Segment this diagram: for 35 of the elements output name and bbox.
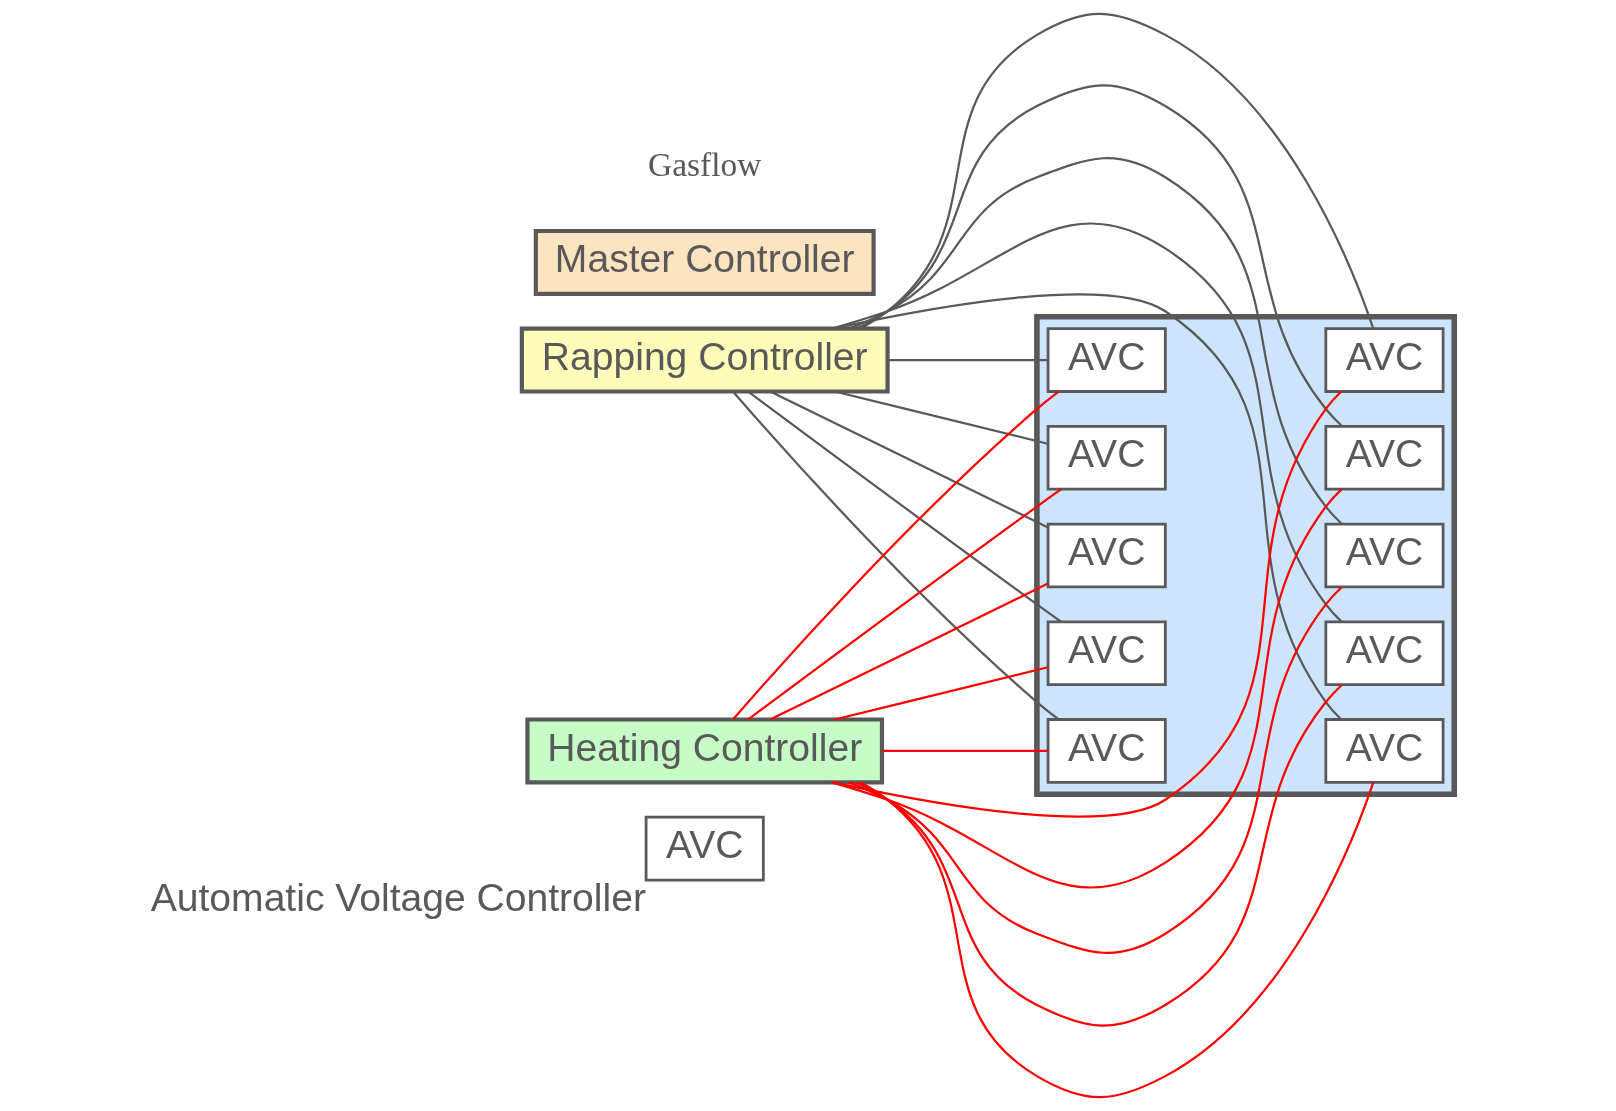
connector (831, 222, 1343, 623)
connector (834, 666, 1049, 721)
connector (833, 390, 1343, 818)
node-box: AVC (644, 815, 765, 882)
connector (834, 390, 1049, 445)
connector (747, 390, 1062, 623)
connector (848, 586, 1343, 954)
connector (855, 684, 1343, 1027)
connector (732, 390, 1060, 721)
node-box: AVC (1046, 425, 1167, 491)
connector (831, 488, 1343, 889)
cluster (1034, 314, 1458, 797)
connector (833, 293, 1343, 721)
node-label: Automatic Voltage Controller (150, 876, 646, 920)
connector (770, 390, 1049, 529)
label: Gasflow (647, 146, 762, 184)
node-box: AVC (1324, 327, 1445, 393)
node-box: AVC (1324, 425, 1445, 491)
node-box: AVC (1046, 522, 1167, 589)
node-box: AVC (1046, 718, 1167, 784)
connector (848, 157, 1343, 525)
connector (747, 488, 1062, 721)
node-box: Rapping Controller (519, 326, 890, 394)
node-box: AVC (1046, 327, 1167, 393)
node-box: Master Controller (533, 228, 876, 296)
node-box: Heating Controller (525, 717, 885, 785)
node-box: AVC (1324, 718, 1445, 784)
node-box: AVC (1324, 522, 1445, 589)
connector (882, 749, 1048, 753)
node-box: AVC (1046, 620, 1167, 686)
connector (855, 84, 1343, 427)
connector (770, 582, 1049, 721)
connector (887, 358, 1048, 362)
connector (859, 781, 1375, 1099)
node-box: AVC (1324, 620, 1445, 686)
